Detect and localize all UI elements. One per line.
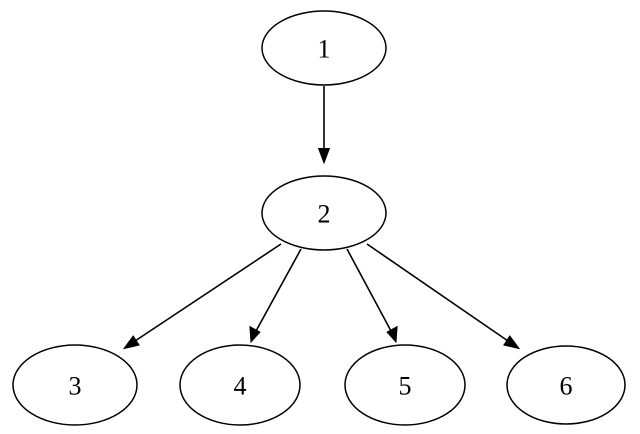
- edge-2-to-6-line: [366, 243, 509, 342]
- node-2[interactable]: 2: [261, 175, 387, 251]
- node-6[interactable]: 6: [506, 345, 626, 425]
- edge-1-to-2[interactable]: [317, 86, 331, 165]
- edge-2-to-4-line: [255, 248, 302, 332]
- edge-2-to-6-arrowhead: [503, 335, 521, 350]
- node-1[interactable]: 1: [261, 10, 387, 86]
- edge-2-to-3[interactable]: [122, 243, 282, 350]
- node-5-ellipse: [344, 344, 466, 426]
- edge-2-to-5[interactable]: [346, 248, 398, 344]
- node-2-ellipse: [261, 175, 387, 251]
- edge-2-to-5-line: [346, 248, 392, 332]
- edge-2-to-6[interactable]: [366, 243, 521, 350]
- node-3[interactable]: 3: [12, 344, 138, 426]
- node-layer: 1 2 3 4 5 6: [12, 10, 626, 426]
- node-3-ellipse: [12, 344, 138, 426]
- node-6-ellipse: [506, 345, 626, 425]
- edge-2-to-4-arrowhead: [249, 325, 261, 344]
- edge-2-to-3-arrowhead: [122, 335, 140, 350]
- node-4-ellipse: [179, 344, 301, 426]
- edge-2-to-3-line: [134, 243, 282, 342]
- node-4[interactable]: 4: [179, 344, 301, 426]
- node-5[interactable]: 5: [344, 344, 466, 426]
- edge-2-to-4[interactable]: [249, 248, 302, 344]
- edge-2-to-5-arrowhead: [386, 325, 398, 344]
- edge-layer: [122, 86, 521, 350]
- edge-1-to-2-arrowhead: [317, 148, 331, 165]
- node-1-ellipse: [261, 10, 387, 86]
